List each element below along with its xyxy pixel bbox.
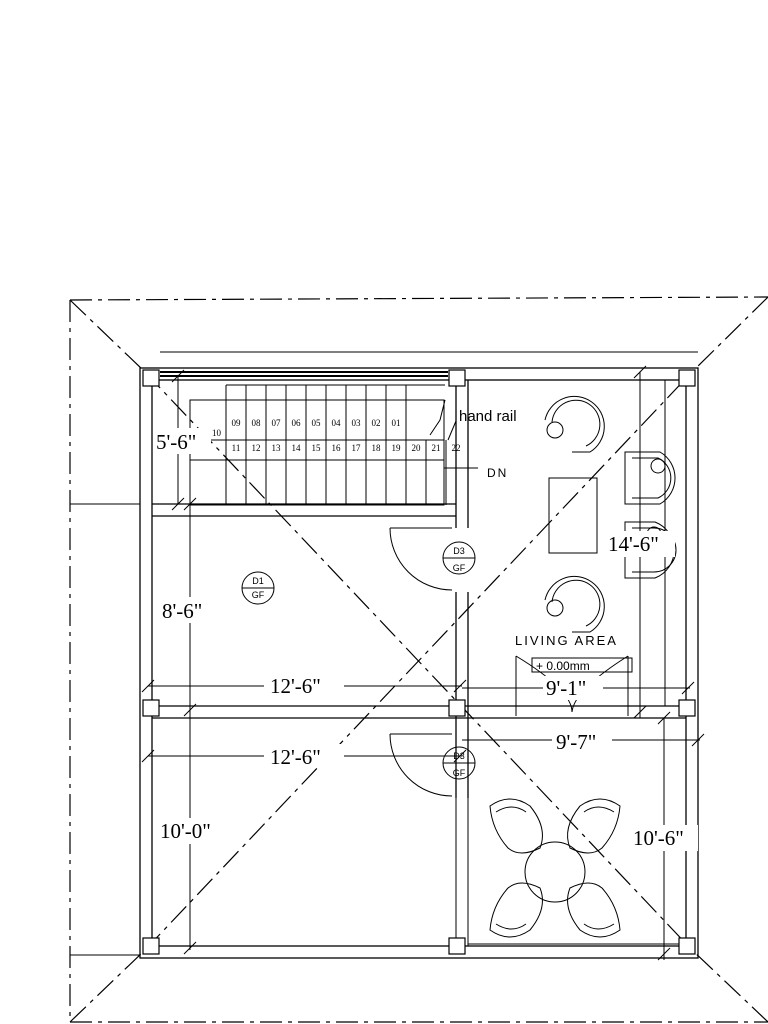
staircase — [189, 384, 478, 506]
stair-step-landing: 10 — [212, 428, 222, 438]
door-tag-code: D3 — [453, 546, 465, 556]
level-label: + 0.00mm — [536, 659, 590, 673]
dim-dining-width: 9'-7" — [556, 730, 596, 754]
stair-step-number: 15 — [312, 443, 322, 453]
stair-step-number: 11 — [232, 443, 241, 453]
stair-step-number: 04 — [332, 418, 342, 428]
dining-chair — [489, 798, 543, 854]
door-tag-floor: GF — [453, 768, 466, 778]
door-tag-floor: GF — [252, 590, 265, 600]
stair-step-number: 19 — [392, 443, 402, 453]
stair-step-number: 18 — [372, 443, 382, 453]
living-furniture — [544, 395, 677, 633]
dim-dining-depth: 10'-6" — [633, 826, 684, 850]
stair-step-number: 09 — [232, 418, 242, 428]
dining-chair — [567, 798, 621, 854]
stair-step-number: 01 — [392, 418, 401, 428]
dim-room1-height: 8'-6" — [162, 599, 202, 623]
stair-step-number: 20 — [412, 443, 422, 453]
stair-step-number: 08 — [252, 418, 262, 428]
dining-chair — [567, 882, 621, 938]
dining-set — [489, 798, 621, 938]
outer-walls — [70, 351, 699, 959]
armchair-bottom — [544, 575, 605, 633]
stair-step-number: 03 — [352, 418, 362, 428]
stair-step-number: 07 — [272, 418, 282, 428]
armchair-right-1 — [624, 451, 676, 505]
door-tag-d3-upper: D3 GF — [442, 541, 476, 575]
stair-step-number: 05 — [312, 418, 322, 428]
door-tag-floor: GF — [453, 563, 466, 573]
dim-room1-width: 12'-6" — [270, 674, 321, 698]
roof-outline — [69, 296, 768, 1023]
stair-step-number: 12 — [252, 443, 261, 453]
living-area-label: LIVING AREA — [515, 633, 618, 648]
hand-rail-label: hand rail — [459, 408, 517, 425]
dim-living-width: 9'-1" — [546, 676, 586, 700]
door-tag-code: D1 — [252, 576, 264, 586]
stair-step-number: 17 — [352, 443, 362, 453]
stair-step-number: 14 — [292, 443, 302, 453]
dim-stair-width: 5'-6" — [156, 430, 196, 454]
dim-room2-width: 12'-6" — [270, 745, 321, 769]
armchair-top — [544, 395, 605, 453]
stair-step-number: 16 — [332, 443, 342, 453]
stair-step-number: 22 — [452, 443, 461, 453]
columns — [142, 369, 696, 955]
door-tag-d3-lower: D3 GF — [442, 746, 476, 780]
stair-step-number: 13 — [272, 443, 282, 453]
level-marker — [531, 657, 633, 673]
door-tag-d1: D1 GF — [241, 571, 275, 605]
dim-living-depth: 14'-6" — [608, 532, 659, 556]
dim-room2-height: 10'-0" — [160, 819, 211, 843]
stair-step-number: 06 — [292, 418, 302, 428]
down-label: DN — [487, 466, 508, 480]
stair-step-number: 21 — [432, 443, 441, 453]
dining-chair — [489, 882, 543, 938]
stair-step-number: 02 — [372, 418, 381, 428]
